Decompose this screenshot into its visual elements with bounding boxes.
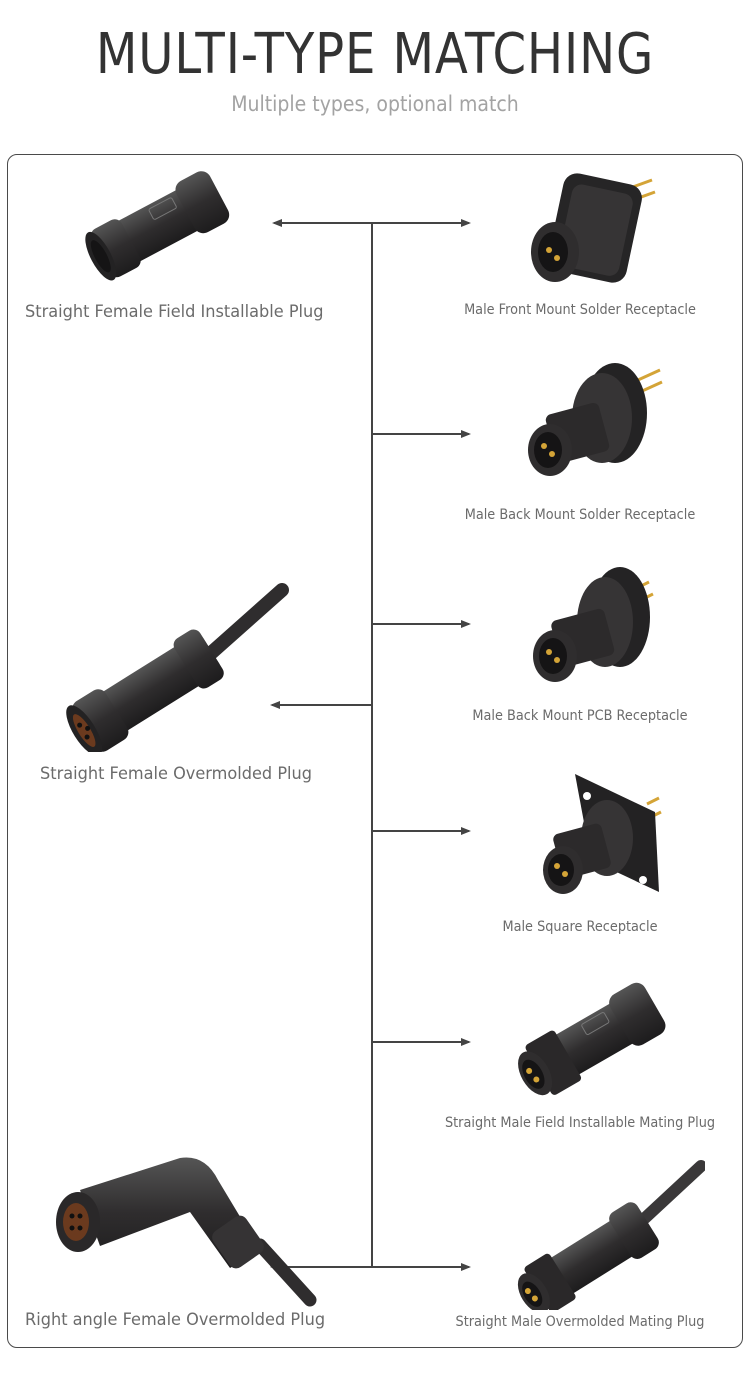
male-back-mount-solder-receptacle-image [528,363,663,476]
label-straight-female-field-installable-plug: Straight Female Field Installable Plug [25,302,324,322]
male-back-mount-pcb-receptacle-image [533,567,654,682]
label-male-front-mount-solder-receptacle: Male Front Mount Solder Receptacle [464,302,696,318]
male-front-mount-solder-receptacle-image [531,173,656,283]
label-straight-male-field-installable-mating-plug: Straight Male Field Installable Mating P… [444,1115,716,1131]
arrow-row-1 [272,219,471,226]
label-male-square-receptacle: Male Square Receptacle [502,919,658,935]
right-angle-female-overmolded-plug-image [56,1157,317,1307]
label-male-back-mount-pcb-receptacle: Male Back Mount PCB Receptacle [472,708,688,724]
straight-female-overmolded-plug-image [66,583,289,752]
straight-female-field-installable-plug-image [85,171,230,281]
page-subtitle: Multiple types, optional match [231,92,519,116]
label-straight-female-overmolded-plug: Straight Female Overmolded Plug [40,764,313,784]
arrow-row-5 [371,1038,471,1045]
label-right-angle-female-overmolded-plug: Right angle Female Overmolded Plug [25,1310,326,1330]
arrow-row-2 [371,430,471,437]
page-title: MULTI-TYPE MATCHING [95,22,655,87]
label-male-back-mount-solder-receptacle: Male Back Mount Solder Receptacle [464,507,696,523]
trunk-line [371,222,373,1267]
straight-male-overmolded-mating-plug-image [517,1160,705,1310]
straight-male-field-installable-mating-plug-image [518,982,666,1096]
arrow-left-overmolded [270,701,372,708]
matching-diagram-panel [7,154,743,1348]
arrow-row-4 [371,827,471,834]
male-square-receptacle-image [543,774,662,894]
label-straight-male-overmolded-mating-plug: Straight Male Overmolded Mating Plug [455,1314,705,1330]
arrow-row-3 [371,620,471,627]
